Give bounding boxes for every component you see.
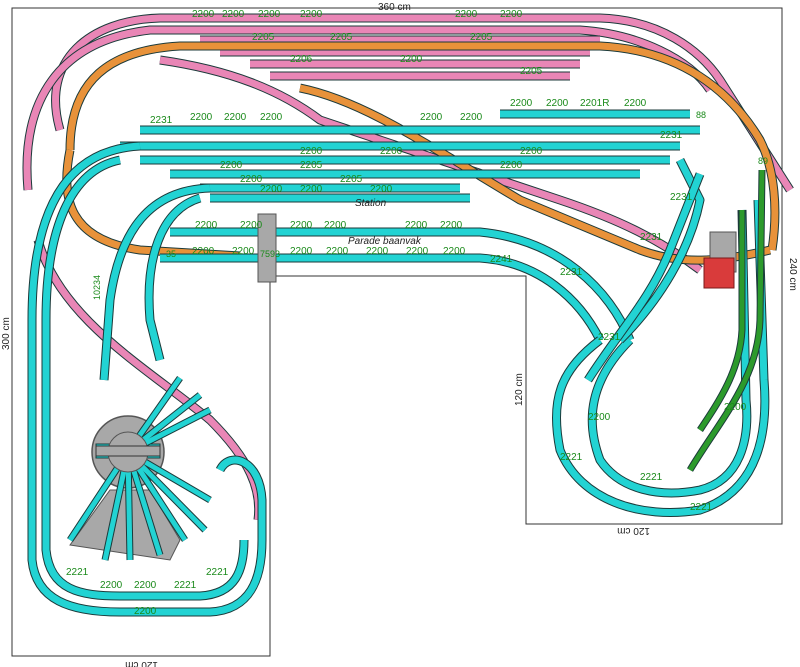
parade-label: Parade baanvak — [348, 236, 422, 247]
svg-text:2200: 2200 — [290, 220, 313, 231]
svg-text:2200: 2200 — [190, 112, 213, 123]
svg-text:2200: 2200 — [455, 9, 478, 20]
svg-text:2200: 2200 — [366, 246, 389, 257]
svg-text:2205: 2205 — [330, 32, 353, 43]
svg-text:2206: 2206 — [290, 54, 313, 65]
svg-text:2200: 2200 — [440, 220, 463, 231]
svg-text:2200: 2200 — [406, 246, 429, 257]
svg-text:2200: 2200 — [724, 402, 747, 413]
svg-text:2205: 2205 — [470, 32, 493, 43]
svg-text:2200: 2200 — [500, 160, 523, 171]
svg-text:2200: 2200 — [300, 184, 323, 195]
svg-text:2200: 2200 — [192, 246, 215, 257]
svg-text:2200: 2200 — [134, 580, 157, 591]
red-building — [703, 231, 737, 289]
svg-text:2200: 2200 — [240, 174, 263, 185]
svg-text:2200: 2200 — [500, 9, 523, 20]
dimension-inner-right: 120 cm — [514, 373, 525, 406]
svg-text:2221: 2221 — [690, 502, 713, 513]
svg-text:2200: 2200 — [420, 112, 443, 123]
svg-text:2200: 2200 — [100, 580, 123, 591]
svg-text:2231: 2231 — [598, 332, 621, 343]
svg-text:2221: 2221 — [66, 567, 89, 578]
dimension-right: 240 cm — [787, 258, 798, 291]
short-labels: 35 7593 89 88 10234 — [92, 110, 768, 300]
svg-text:2200: 2200 — [192, 9, 215, 20]
svg-text:2241: 2241 — [490, 254, 513, 265]
track-labels: 2200 2200 2200 2200 2200 2200 2205 2205 … — [66, 9, 747, 617]
svg-text:2221: 2221 — [174, 580, 197, 591]
svg-text:2200: 2200 — [260, 112, 283, 123]
svg-text:2231: 2231 — [640, 232, 663, 243]
svg-text:2205: 2205 — [300, 160, 323, 171]
svg-text:2221: 2221 — [560, 452, 583, 463]
svg-text:2200: 2200 — [326, 246, 349, 257]
svg-text:10234: 10234 — [92, 275, 102, 300]
dimension-top: 360 cm — [378, 2, 411, 13]
svg-text:2200: 2200 — [546, 98, 569, 109]
svg-text:2205: 2205 — [520, 66, 543, 77]
svg-text:2231: 2231 — [150, 115, 173, 126]
svg-text:2200: 2200 — [400, 54, 423, 65]
dimension-bottom-left: 120 cm — [125, 659, 158, 667]
svg-text:2200: 2200 — [195, 220, 218, 231]
dimension-bottom-right: 120 cm — [617, 525, 650, 536]
svg-text:2231: 2231 — [670, 192, 693, 203]
svg-text:2200: 2200 — [220, 160, 243, 171]
svg-text:2200: 2200 — [510, 98, 533, 109]
svg-text:2200: 2200 — [380, 146, 403, 157]
svg-text:2200: 2200 — [443, 246, 466, 257]
svg-text:2200: 2200 — [232, 246, 255, 257]
svg-text:2221: 2221 — [640, 472, 663, 483]
svg-text:2200: 2200 — [134, 606, 157, 617]
svg-text:2200: 2200 — [258, 9, 281, 20]
svg-text:2200: 2200 — [222, 9, 245, 20]
cyan-tracks — [27, 109, 770, 617]
svg-text:2200: 2200 — [260, 184, 283, 195]
svg-text:35: 35 — [166, 249, 176, 259]
svg-text:2200: 2200 — [405, 220, 428, 231]
svg-text:2200: 2200 — [460, 112, 483, 123]
svg-text:2221: 2221 — [206, 567, 229, 578]
svg-text:89: 89 — [758, 156, 768, 166]
turntable — [67, 375, 212, 561]
svg-text:2200: 2200 — [300, 9, 323, 20]
svg-text:7593: 7593 — [260, 249, 280, 259]
svg-text:2205: 2205 — [252, 32, 275, 43]
dimension-left: 300 cm — [1, 317, 12, 350]
svg-text:2205: 2205 — [340, 174, 363, 185]
grey-structures — [257, 213, 277, 283]
svg-text:2231: 2231 — [660, 130, 683, 141]
svg-text:2200: 2200 — [300, 146, 323, 157]
svg-text:2200: 2200 — [370, 184, 393, 195]
svg-text:2231: 2231 — [560, 267, 583, 278]
svg-text:2200: 2200 — [588, 412, 611, 423]
svg-text:2200: 2200 — [324, 220, 347, 231]
svg-text:2200: 2200 — [520, 146, 543, 157]
svg-text:2200: 2200 — [290, 246, 313, 257]
svg-text:2200: 2200 — [240, 220, 263, 231]
svg-text:2201R: 2201R — [580, 98, 609, 109]
svg-text:2200: 2200 — [224, 112, 247, 123]
station-label: Station — [355, 198, 387, 209]
green-tracks — [686, 169, 766, 472]
svg-text:2200: 2200 — [624, 98, 647, 109]
svg-text:88: 88 — [696, 110, 706, 120]
